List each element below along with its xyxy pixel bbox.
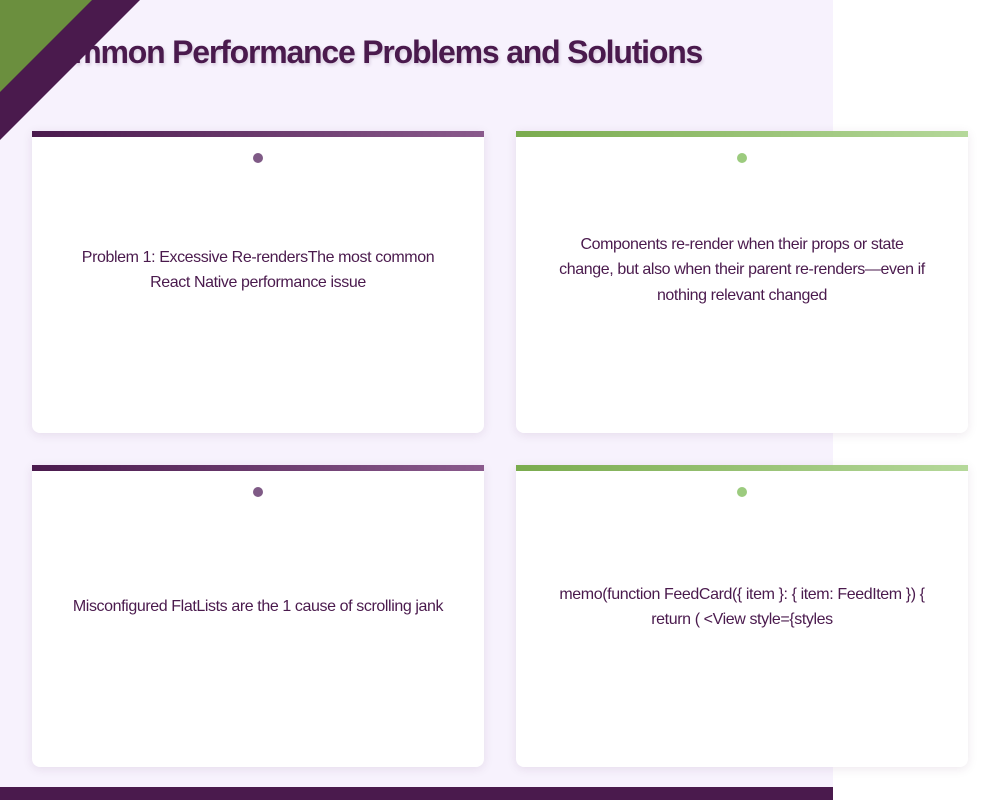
card-problem-1: Problem 1: Excessive Re-rendersThe most … [32, 131, 484, 433]
card-text: Problem 1: Excessive Re-rendersThe most … [81, 248, 435, 292]
card-accent-strip [32, 131, 484, 137]
card-text: memo(function FeedCard({ item }: { item:… [559, 585, 925, 629]
card-problem-1-detail: Components re-render when their props or… [516, 131, 968, 433]
card-dot-icon [737, 153, 747, 163]
page-title: Common Performance Problems and Solution… [33, 34, 703, 70]
bottom-bar [0, 787, 833, 800]
card-dot-icon [253, 153, 263, 163]
card-text: Misconfigured FlatLists are the 1 cause … [72, 598, 444, 616]
card-accent-strip [32, 465, 484, 471]
corner-decoration [0, 0, 140, 140]
card-accent-strip [516, 465, 968, 471]
card-dot-icon [737, 487, 747, 497]
card-accent-strip [516, 131, 968, 137]
card-code-snippet: memo(function FeedCard({ item }: { item:… [516, 465, 968, 767]
corner-green-triangle [0, 0, 92, 92]
card-flatlist: Misconfigured FlatLists are the 1 cause … [32, 465, 484, 767]
card-text: Components re-render when their props or… [559, 235, 925, 304]
card-dot-icon [253, 487, 263, 497]
